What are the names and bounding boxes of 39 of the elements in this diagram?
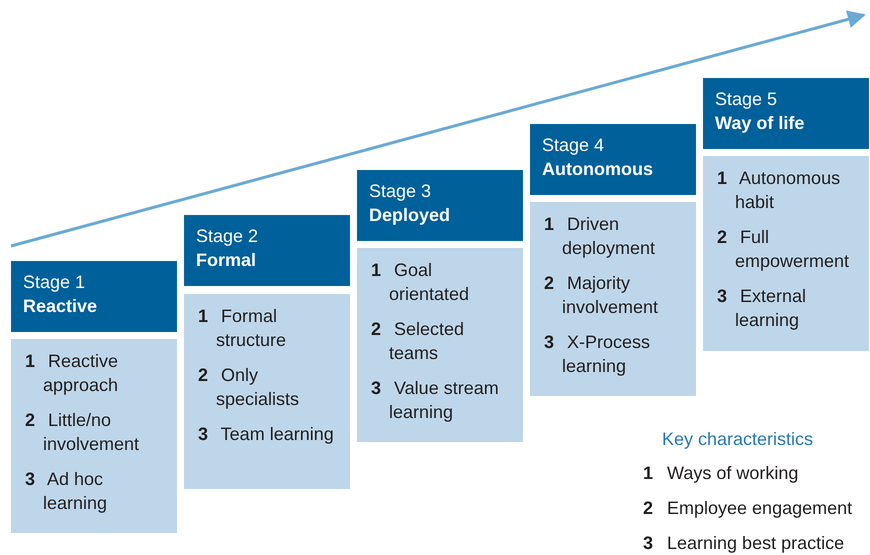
characteristic-text: 1 Driven deployment: [544, 213, 656, 260]
stage-name: Reactive: [23, 295, 98, 318]
key-item: 1 Ways of working: [643, 462, 798, 485]
key-item: 2 Employee engagement: [643, 497, 852, 520]
stage-number: Stage 4: [542, 134, 606, 157]
stage-number: Stage 5: [715, 88, 778, 111]
stage-number: Stage 3: [369, 180, 432, 203]
stage-number: Stage 2: [196, 225, 260, 248]
stage-header: [530, 124, 696, 195]
characteristic-text: 3 Ad hoc learning: [25, 468, 108, 515]
stage-header: [184, 215, 350, 286]
characteristic-text: 2 Little/no involvement: [25, 409, 140, 456]
characteristic-text: 3 Team learning: [198, 423, 335, 446]
characteristic-text: 2 Selected teams: [371, 318, 466, 365]
characteristic-text: 3 External learning: [717, 285, 808, 332]
stage-name: Deployed: [369, 204, 452, 227]
stage-header: [703, 78, 869, 149]
characteristic-text: 1 Formal structure: [198, 305, 288, 352]
stage-name: Way of life: [715, 112, 806, 135]
stage-name: Formal: [196, 249, 258, 272]
characteristic-text: 2 Majority involvement: [544, 272, 660, 319]
characteristic-text: 3 Value stream learning: [371, 377, 500, 424]
stage-name: Autonomous: [542, 158, 654, 181]
stage-panel: [11, 339, 177, 533]
characteristic-text: 1 Reactive approach: [25, 350, 120, 397]
characteristic-text: 2 Only specialists: [198, 364, 300, 411]
characteristic-text: 1 Goal orientated: [371, 259, 470, 306]
stage-panel: [703, 156, 869, 351]
key-item: 3 Learning best practice: [643, 532, 844, 555]
key-heading: Key characteristics: [662, 428, 814, 451]
stage-header: [11, 261, 177, 332]
characteristic-text: 1 Autonomous habit: [717, 167, 842, 214]
characteristic-text: 3 X-Process learning: [544, 331, 652, 378]
stage-number: Stage 1: [23, 271, 86, 294]
characteristic-text: 2 Full empowerment: [717, 226, 850, 273]
stage-panel: [357, 248, 523, 442]
stage-panel: [530, 202, 696, 396]
stage-header: [357, 170, 523, 241]
stage-panel: [184, 294, 350, 489]
